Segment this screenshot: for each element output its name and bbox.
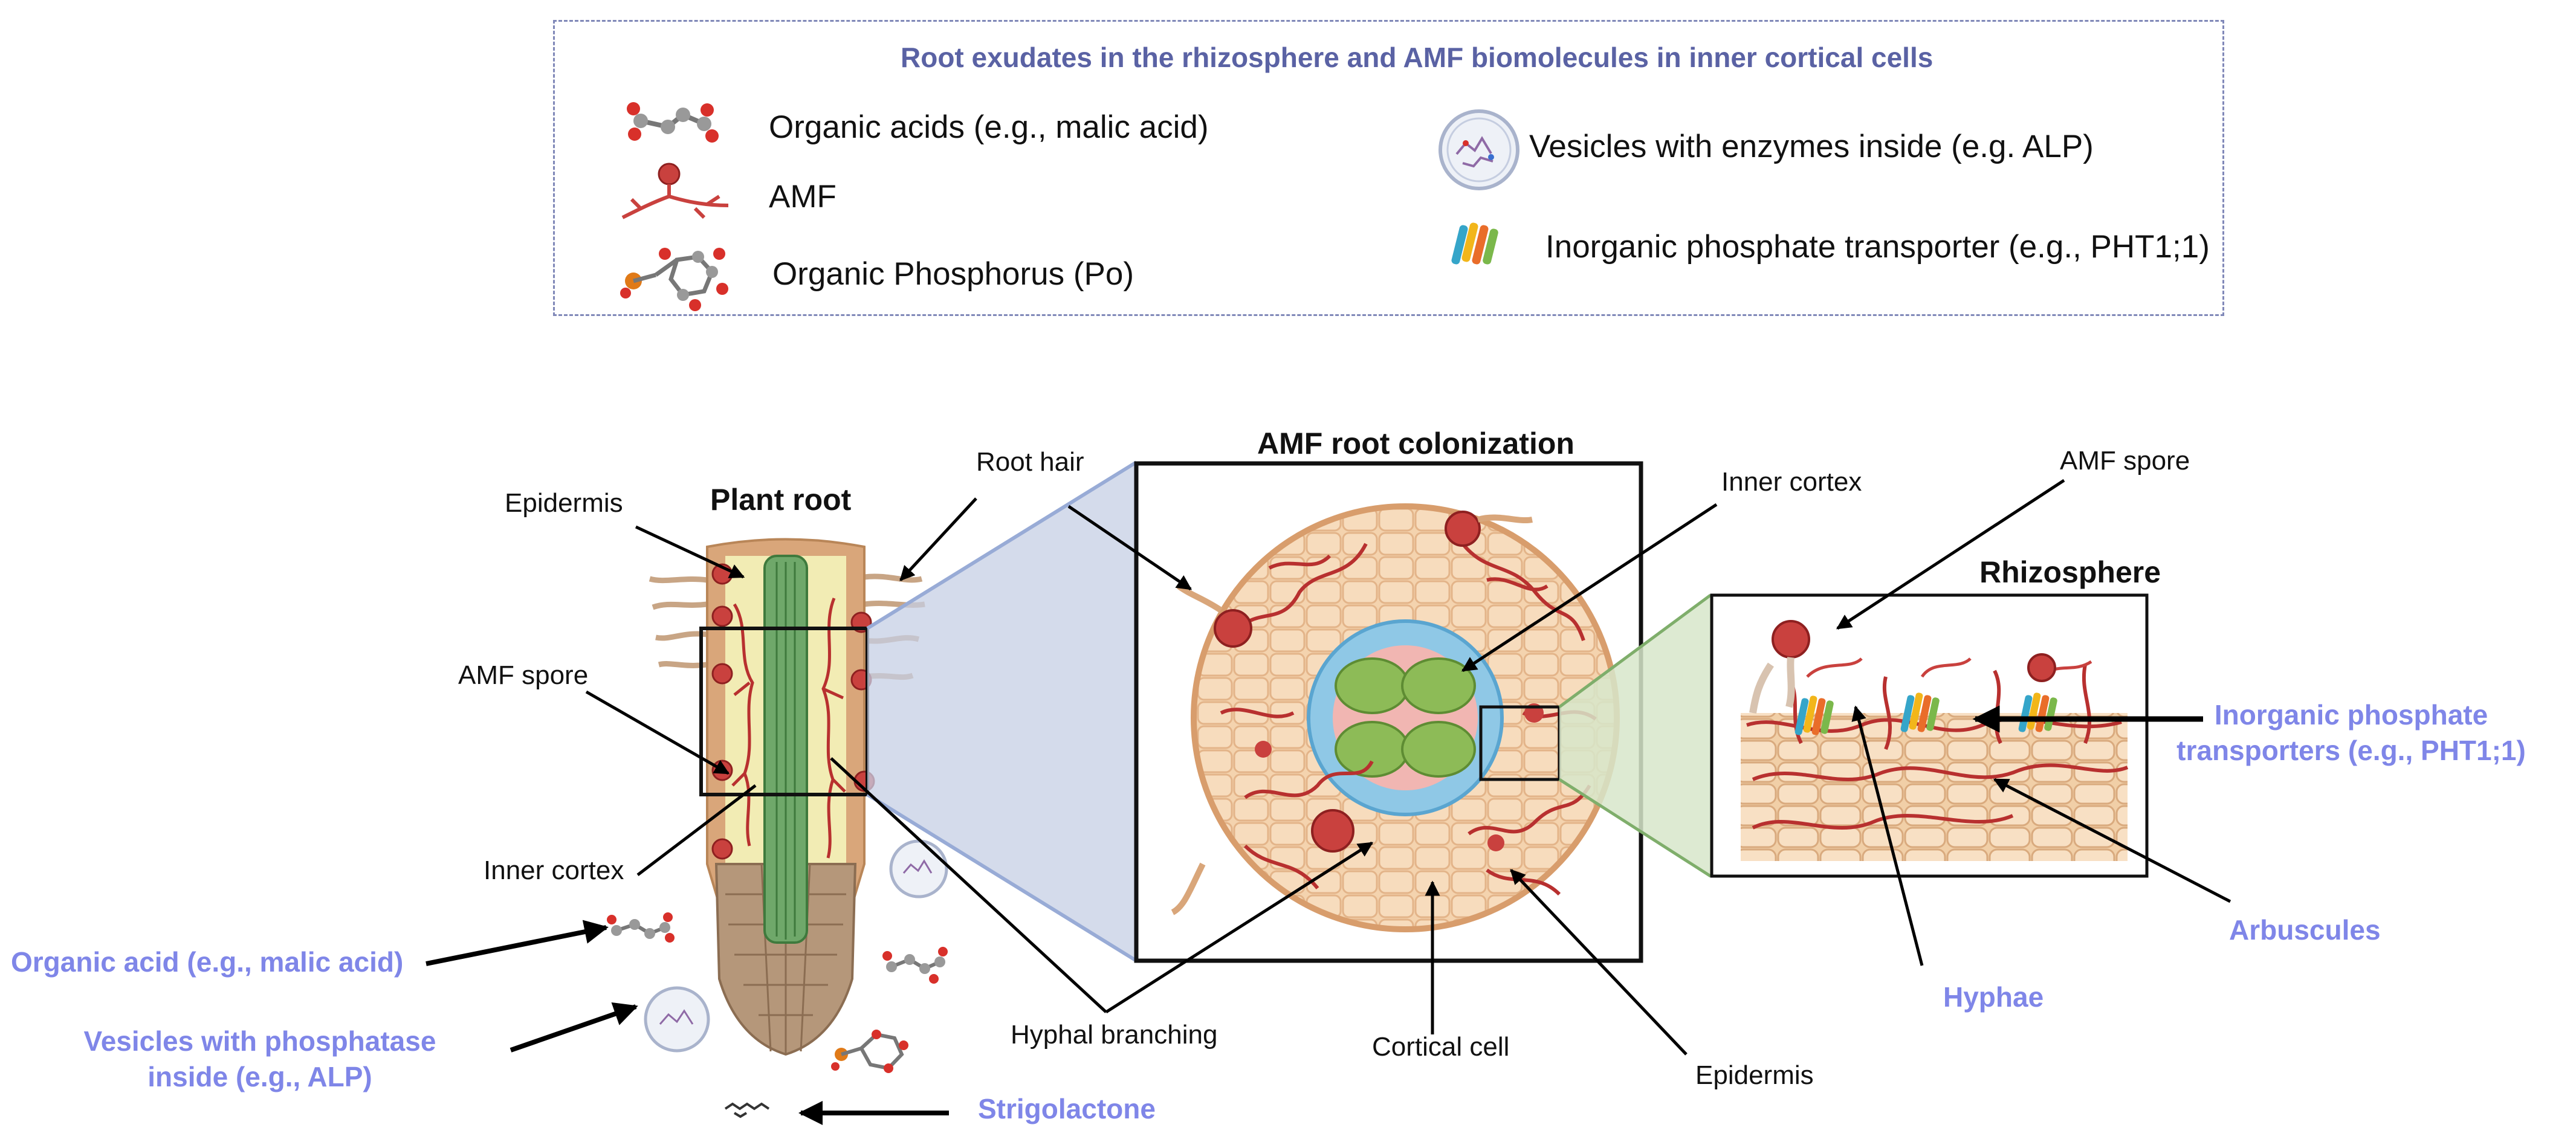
zoom-funnel-right [1559, 595, 1710, 876]
vesicles-exudate-label-line1: Vesicles with phosphatase [83, 1025, 436, 1057]
colonization-inner-cortex-label: Inner cortex [1721, 467, 1862, 497]
organic-acid-icon [627, 102, 719, 143]
organic-phosphorus-molecule [831, 1030, 908, 1073]
vesicles-exudate-label-line2: inside (e.g., ALP) [147, 1061, 372, 1092]
arbuscules-label: Arbuscules [2229, 914, 2381, 946]
transporters-label-line1: Inorganic phosphate [2214, 699, 2488, 731]
epidermis-label: Epidermis [505, 488, 623, 518]
legend-title: Root exudates in the rhizosphere and AMF… [901, 42, 1934, 73]
inner-cortex-label: Inner cortex [484, 856, 624, 885]
hyphae-label: Hyphae [1943, 981, 2044, 1013]
strigolactone-label: Strigolactone [978, 1093, 1156, 1124]
colonization-epidermis-label: Epidermis [1695, 1060, 1814, 1090]
cortical-cell-label: Cortical cell [1372, 1032, 1510, 1062]
legend-vesicles-label: Vesicles with enzymes inside (e.g. ALP) [1529, 129, 2094, 164]
legend-organic-p-label: Organic Phosphorus (Po) [772, 256, 1134, 292]
rhizosphere-title: Rhizosphere [1979, 555, 2161, 589]
legend-organic-acids-label: Organic acids (e.g., malic acid) [769, 109, 1209, 145]
plant-root-illustration [649, 538, 948, 1056]
plant-root-title: Plant root [710, 483, 852, 517]
vesicle-icon [1438, 109, 1519, 190]
amf-spore-label: AMF spore [458, 660, 589, 690]
legend-box [553, 20, 2224, 316]
root-hair-label: Root hair [976, 447, 1084, 477]
malic-acid-molecule [607, 912, 675, 943]
annotation-arrows [426, 479, 2231, 1125]
malic-acid-molecule [882, 947, 948, 984]
strigolactone-molecule [724, 1102, 770, 1118]
hyphal-branching-label: Hyphal branching [1011, 1020, 1218, 1050]
legend-transporter-label: Inorganic phosphate transporter (e.g., P… [1545, 229, 2210, 265]
rhizosphere-amf-spore-label: AMF spore [2060, 446, 2190, 476]
organic-acid-exudate-label: Organic acid (e.g., malic acid) [11, 946, 404, 978]
rhizosphere-illustration [1741, 620, 2129, 861]
organic-phosphorus-icon [620, 248, 728, 311]
legend-amf-label: AMF [769, 179, 837, 214]
transporters-label-line2: transporters (e.g., PHT1;1) [2176, 735, 2526, 766]
vesicle-molecule [644, 986, 710, 1053]
root-cross-section [1171, 503, 1620, 932]
amf-icon [621, 163, 729, 219]
colonization-title: AMF root colonization [1257, 427, 1574, 460]
phosphate-transporter-icon [1451, 222, 1498, 265]
